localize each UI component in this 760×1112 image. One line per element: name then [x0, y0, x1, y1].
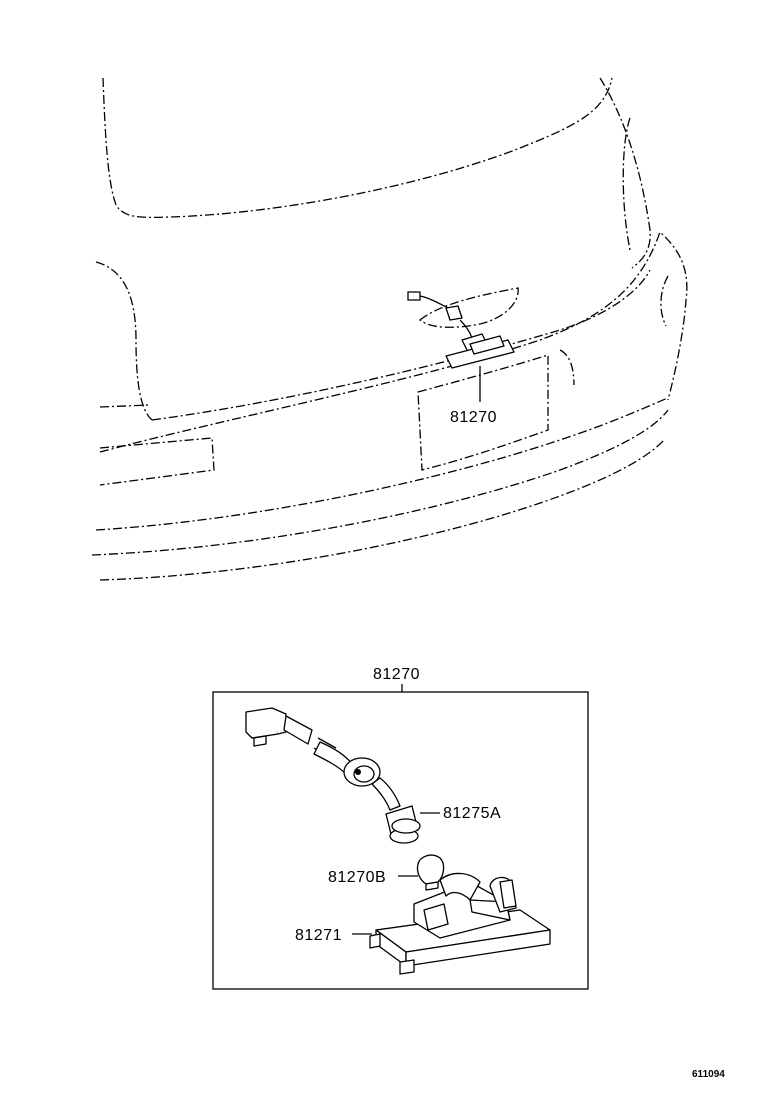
callout-81270B: 81270B [328, 869, 386, 886]
callout-81270-assembly: 81270 [373, 666, 420, 683]
callout-81275A: 81275A [443, 805, 501, 822]
socket-harness-assembly [245, 707, 440, 844]
wedge-bulb [398, 854, 445, 891]
vehicle-rear-outline [91, 77, 688, 581]
license-lamp-on-vehicle [407, 291, 515, 402]
lamp-lens-housing [352, 872, 551, 975]
detail-frame [212, 684, 589, 990]
callout-81270-top: 81270 [450, 409, 497, 426]
figure-reference: 611094 [692, 1069, 725, 1080]
callout-81271: 81271 [295, 927, 342, 944]
